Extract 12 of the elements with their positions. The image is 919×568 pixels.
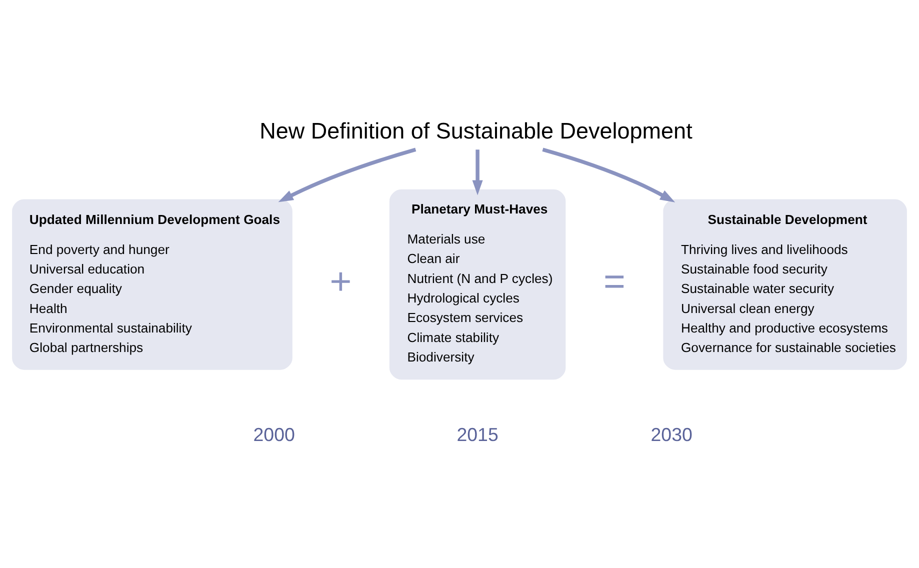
arrow (278, 147, 416, 202)
label: + (330, 259, 352, 302)
node-box: Sustainable Development Thriving lives and livelihoods Sustainable food security Sustainable water security Universal clean energy Healthy and productive ecosystems Governance for sustainable societies (663, 198, 907, 370)
label: 2015 (456, 424, 498, 445)
node-box: Planetary Must-Haves Materials use Clean air Nutrient (N and P cycles) Hydrological cycles Ecosystem services Climate stability Biodiversity (389, 188, 566, 380)
arrow (542, 147, 676, 202)
arrow (472, 149, 483, 195)
label: 2000 (253, 424, 295, 445)
node-box: Updated Millennium Development Goals End poverty and hunger Universal education Gender equality Health Environmental sustainability Global partnerships (12, 198, 292, 370)
node-text: New Definition of Sustainable Development (260, 118, 692, 143)
label: = (603, 259, 626, 302)
label: 2030 (650, 424, 692, 445)
